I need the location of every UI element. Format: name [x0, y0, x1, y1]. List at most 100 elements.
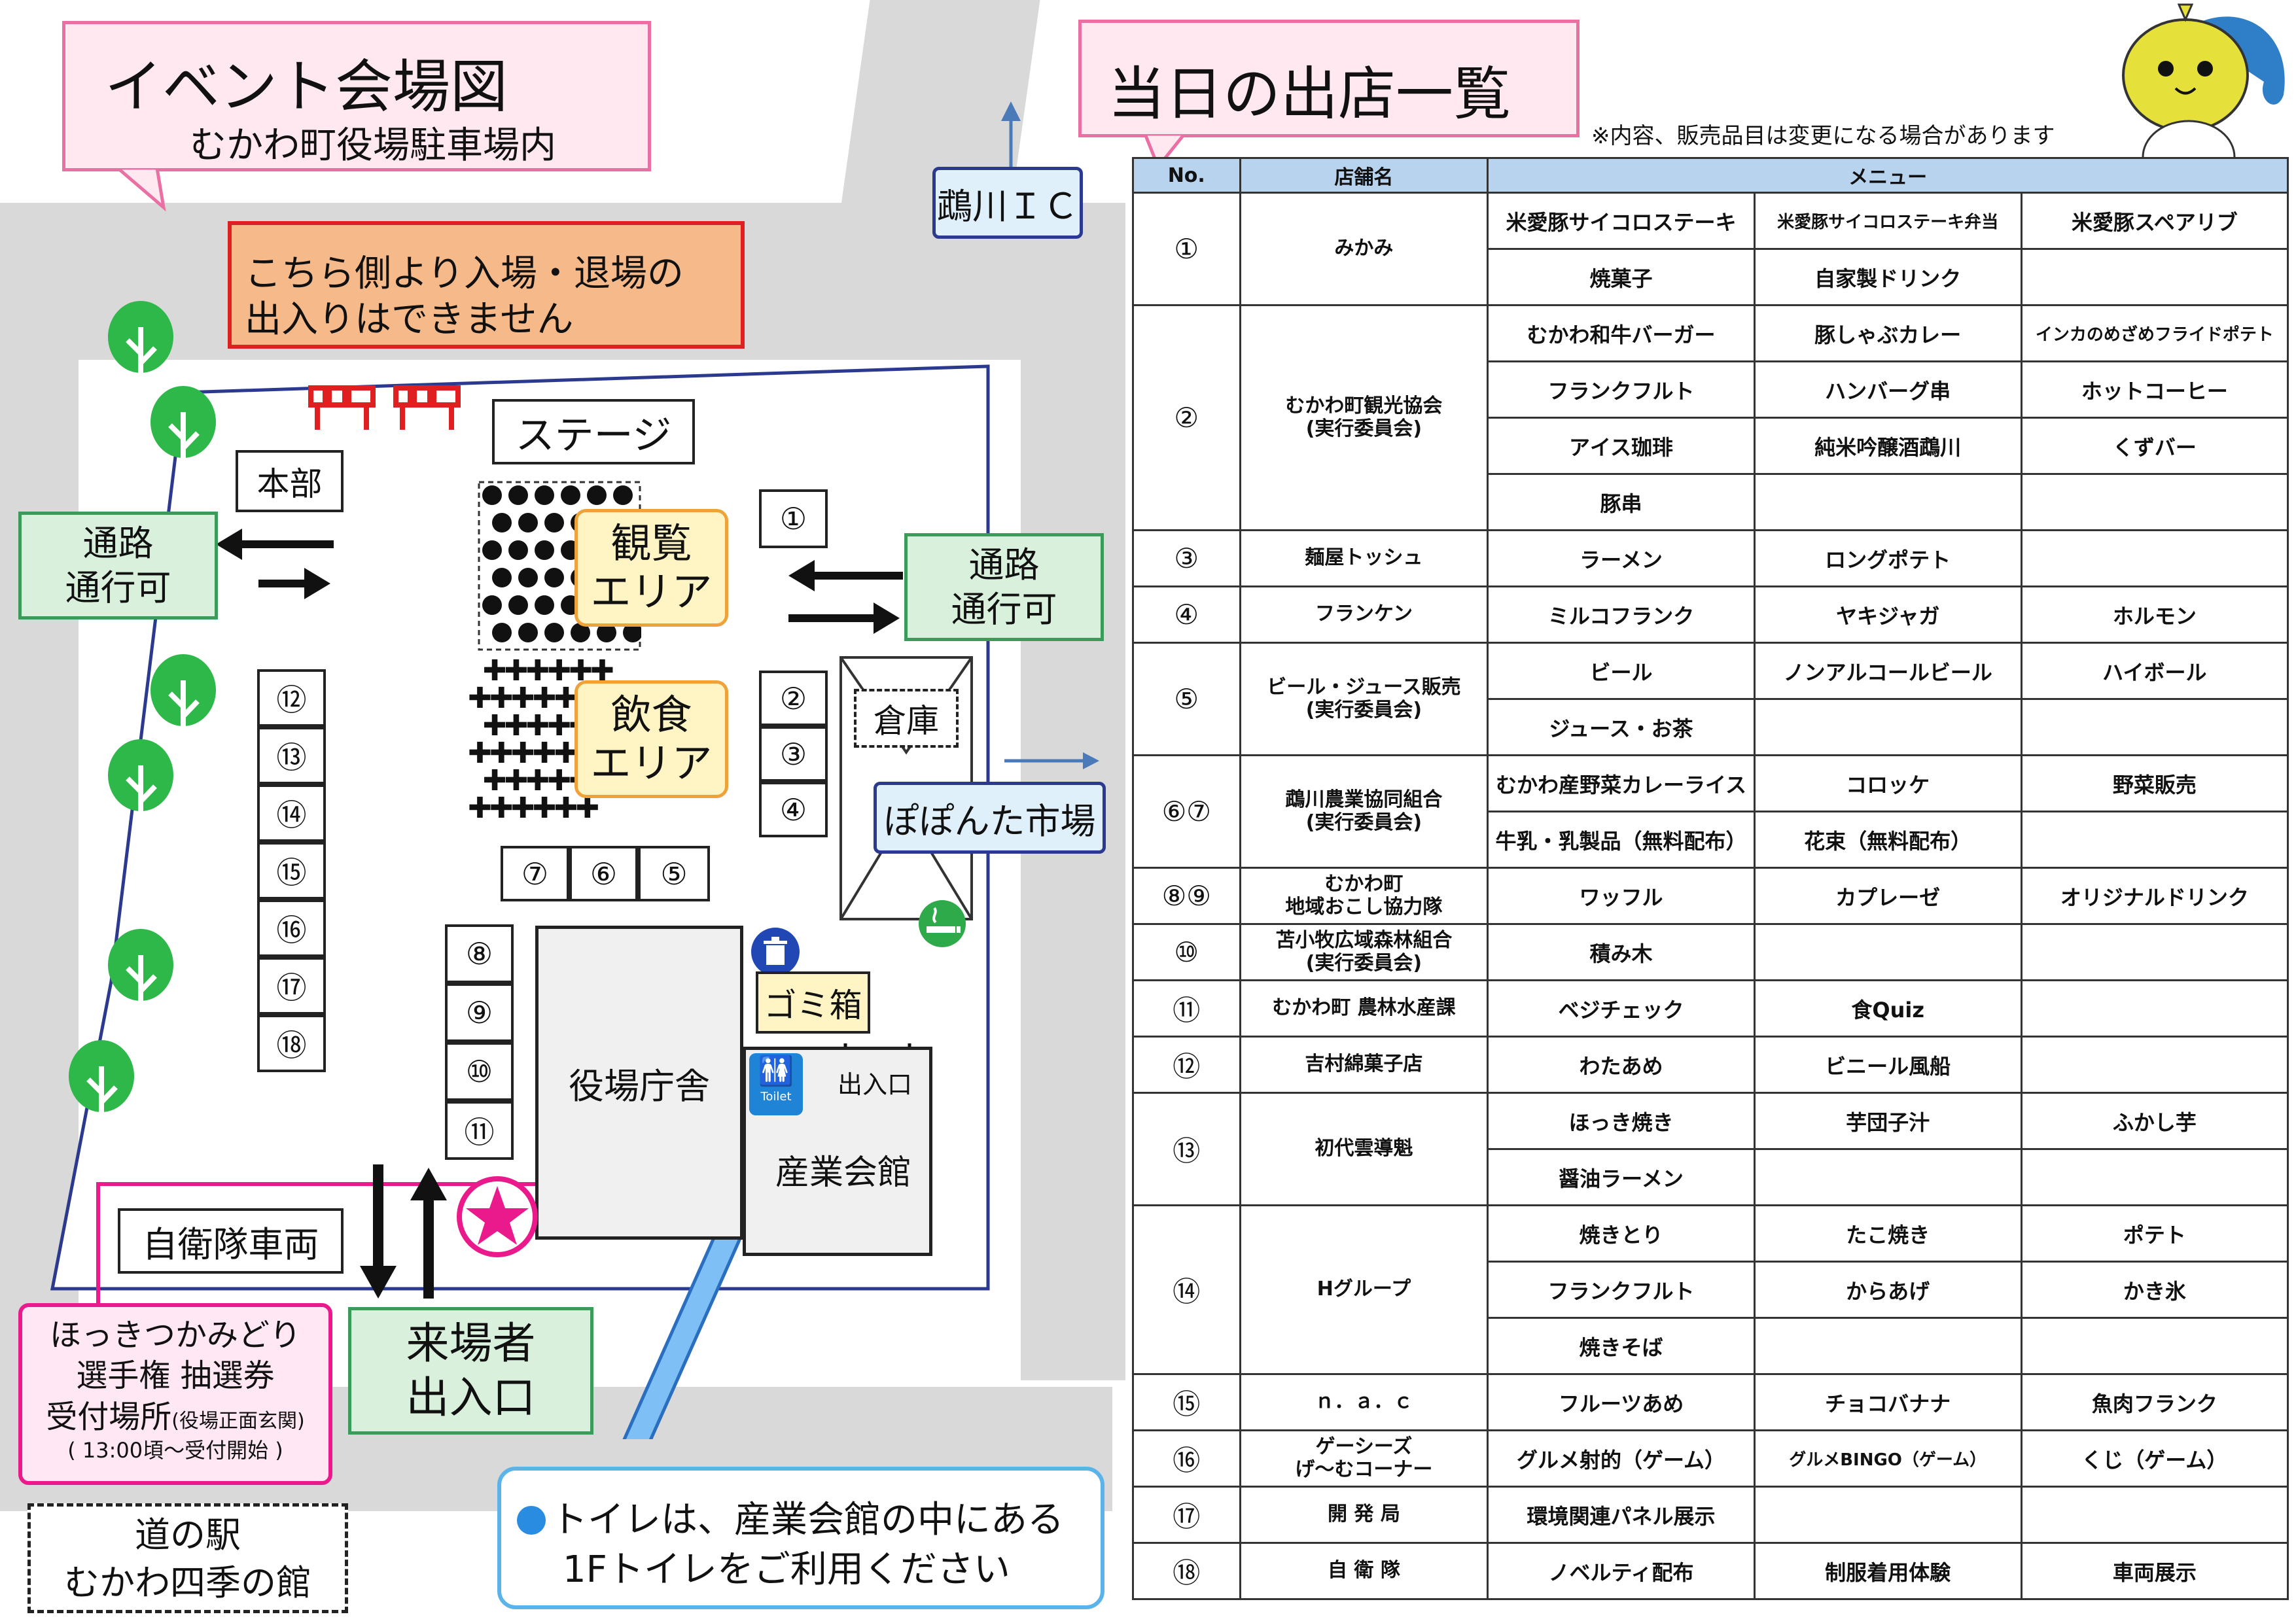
seat-dot — [482, 595, 502, 615]
toilet-note-line1: トイレは、産業会館の中にある — [517, 1495, 1101, 1545]
menu-item — [2020, 1148, 2289, 1206]
tree-icon — [108, 739, 173, 834]
menu-item: 環境関連パネル展示 — [1487, 1486, 1756, 1544]
viewing-line2: エリア — [590, 568, 713, 616]
map-title-bubble: イベント会場図 むかわ町役場駐車場内 — [62, 21, 651, 171]
seat-dot — [613, 485, 633, 505]
menu-item: ノベルティ配布 — [1487, 1542, 1756, 1600]
menu-item: 芋団子汁 — [1753, 1092, 2022, 1150]
menu-item: ビール — [1487, 642, 1756, 700]
highway-ic-label: 鵡川ＩＣ — [932, 167, 1083, 239]
table-row: フランクフルトからあげかき氷 — [1133, 1261, 2289, 1319]
menu-item: ワッフル — [1487, 867, 1756, 925]
seat-dot — [623, 623, 641, 642]
menu-item — [2020, 811, 2289, 869]
seat-dot — [518, 568, 538, 587]
booth-1: ① — [759, 489, 828, 548]
map-subtitle: むかわ町役場駐車場内 — [190, 124, 556, 167]
seat-dot — [518, 513, 538, 532]
menu-item: くずバー — [2020, 417, 2289, 475]
menu-item — [1753, 1317, 2022, 1375]
shop-number: ⑥⑦ — [1132, 754, 1241, 869]
map-title: イベント会場図 — [105, 53, 508, 120]
shop-number: ⑱ — [1132, 1542, 1241, 1600]
seat-dot — [597, 623, 616, 642]
tree-icon — [108, 929, 173, 1024]
smoking-area-icon — [919, 900, 966, 947]
menu-item: 花束（無料配布） — [1753, 811, 2022, 869]
menu-item: オリジナルドリンク — [2020, 867, 2289, 925]
menu-item: アイス珈琲 — [1487, 417, 1756, 475]
seat-dot — [518, 623, 538, 642]
menu-item: 積み木 — [1487, 923, 1756, 981]
table-row: アイス珈琲純米吟醸酒鵡川くずバー — [1133, 417, 2289, 475]
toilet-icon: 🚻 Toilet — [749, 1053, 803, 1115]
stage: ステージ — [492, 399, 695, 464]
menu-item: 純米吟醸酒鵡川 — [1753, 417, 2022, 475]
menu-item — [2020, 979, 2289, 1038]
list-note: ※内容、販売品目は変更になる場合があります — [1591, 123, 2055, 149]
seat-dot — [571, 623, 590, 642]
shop-number: ⑪ — [1132, 979, 1241, 1038]
passage-left-line1: 通路 — [82, 523, 154, 564]
shop-name: ゲーシーズ げ～むコーナー — [1239, 1429, 1489, 1488]
menu-item: ポテト — [2020, 1204, 2289, 1263]
lottery-line4: ( 13:00頃～受付開始 ) — [67, 1438, 283, 1463]
lottery-reception: ほっきつかみどり 選手権 抽選券 受付場所(役場正面玄関) ( 13:00頃～受… — [18, 1303, 332, 1485]
menu-item: 豚串 — [1487, 473, 1756, 531]
shop-number: ② — [1132, 304, 1241, 531]
menu-item — [2020, 923, 2289, 981]
visitor-entrance-line2: 出入口 — [406, 1372, 536, 1423]
menu-item: フランクフルト — [1487, 1261, 1756, 1319]
michinoeki-line1: 道の駅 — [135, 1514, 241, 1556]
menu-item: かき氷 — [2020, 1261, 2289, 1319]
headquarters: 本部 — [236, 450, 344, 512]
menu-item — [2020, 1036, 2289, 1094]
passage-right: 通路通行可 — [904, 533, 1104, 641]
menu-item: 野菜販売 — [2020, 754, 2289, 812]
shop-name: 自 衛 隊 — [1239, 1542, 1489, 1600]
menu-item: ジュース・お茶 — [1487, 698, 1756, 756]
shop-number: ⑬ — [1132, 1092, 1241, 1206]
seat-dot — [544, 513, 564, 532]
shop-number: ⑰ — [1132, 1486, 1241, 1544]
shop-name: ｎ．ａ．ｃ — [1239, 1373, 1489, 1431]
tree-icon — [69, 1040, 134, 1135]
col-shop: 店舗名 — [1239, 157, 1489, 194]
industrial-hall-label: 産業会館 — [775, 1153, 912, 1193]
menu-item: グルメ射的（ゲーム） — [1487, 1429, 1756, 1488]
map-title-bubble-tail — [115, 168, 166, 212]
seat-dot — [492, 568, 512, 587]
menu-item — [2020, 1317, 2289, 1375]
menu-item: コロッケ — [1753, 754, 2022, 812]
shop-name: 鵡川農業協同組合 (実行委員会) — [1239, 754, 1489, 869]
menu-item: ホットコーヒー — [2020, 360, 2289, 419]
booth-5: ⑤ — [638, 846, 710, 901]
col-menu: メニュー — [1487, 157, 2289, 194]
col-no: No. — [1132, 157, 1241, 194]
warning-line-1: こちら側より入場・退場の — [245, 253, 684, 295]
menu-item: フランクフルト — [1487, 360, 1756, 419]
table-row: 牛乳・乳製品（無料配布）花束（無料配布） — [1133, 811, 2289, 869]
shop-name: Hグループ — [1239, 1204, 1489, 1375]
menu-item: 豚しゃぶカレー — [1753, 304, 2022, 362]
menu-item: ホルモン — [2020, 585, 2289, 644]
shop-number: ④ — [1132, 585, 1241, 644]
shop-number: ⑧⑨ — [1132, 867, 1241, 925]
warehouse-label: 倉庫 — [854, 689, 959, 748]
visitor-entrance-line1: 来場者 — [406, 1318, 536, 1369]
viewing-area: 観覧エリア — [574, 509, 728, 627]
shop-name: 麺屋トッシュ — [1239, 529, 1489, 587]
menu-item: ハイボール — [2020, 642, 2289, 700]
booth-14: ⑭ — [257, 784, 326, 842]
menu-item: ふかし芋 — [2020, 1092, 2289, 1150]
warning-line-2: 出入りはできません — [245, 298, 574, 341]
